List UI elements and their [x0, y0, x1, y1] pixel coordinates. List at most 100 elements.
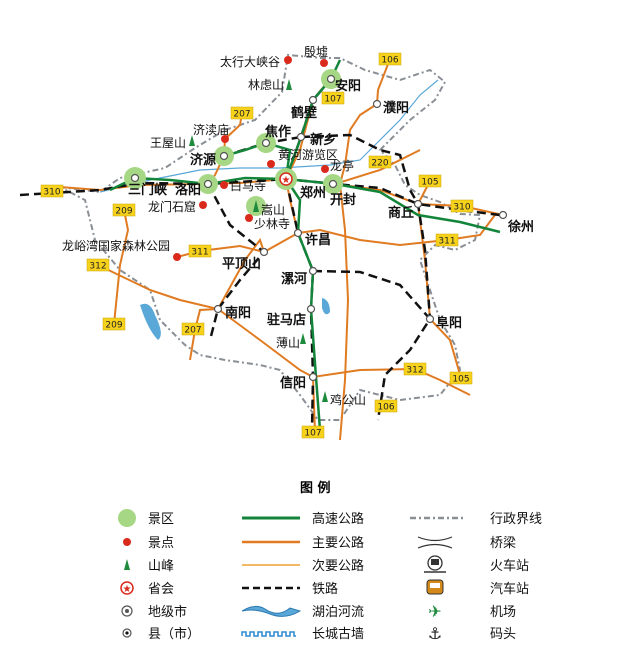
map-text: 景点 [148, 536, 174, 551]
map-text: 主要公路 [312, 535, 364, 551]
label-xuchang: 许昌 [305, 232, 331, 248]
airport-icon: ✈ [428, 602, 441, 621]
map-text: 行政界线 [490, 512, 542, 527]
route-badge: 207 [230, 106, 254, 120]
map-text: 山峰 [148, 559, 174, 574]
map-text: 机场 [490, 605, 516, 620]
county-city-icon [122, 628, 132, 638]
city-markers [130, 74, 508, 382]
map-text: 220 [371, 159, 388, 169]
map-text: 桥梁 [490, 536, 516, 551]
bridge-icon [417, 536, 453, 549]
label-boshan: 薄山 [276, 335, 300, 350]
provincial-capital-icon: ★ [120, 581, 134, 595]
admin-boundary [59, 53, 482, 421]
map-text: 107 [304, 429, 321, 439]
route-badge: 107 [321, 91, 345, 105]
label-kaifeng: 开封 [330, 192, 356, 208]
prefecture-city-icon [121, 605, 133, 617]
map-text: 312 [406, 366, 423, 376]
label-shangqiu: 商丘 [388, 205, 414, 221]
route-badge: 107 [301, 425, 325, 439]
label-taihang: 太行大峡谷 [220, 54, 280, 69]
scenic-spots [173, 56, 329, 261]
label-xinxiang: 新乡 [310, 132, 336, 148]
map-text: 省会 [148, 582, 174, 597]
map-text: 高速公路 [312, 511, 364, 527]
label-nanyang: 南阳 [225, 305, 251, 321]
label-huanghe: 黄河游览区 [278, 147, 338, 162]
route-badge: 209 [112, 203, 136, 217]
label-fuyang: 阜阳 [436, 315, 462, 331]
map-text: 207 [233, 110, 250, 120]
label-longyuwan: 龙峪湾国家森林公园 [62, 238, 170, 253]
yellow-river [99, 79, 439, 193]
map-text: 码头 [490, 627, 516, 642]
label-songshan: 嵩山 [261, 203, 285, 217]
lake-river-icon [241, 605, 302, 617]
map-text: 湖泊河流 [312, 605, 364, 620]
label-jigongshan: 鸡公山 [330, 392, 366, 407]
map-text: 次要公路 [312, 558, 364, 574]
map-text: 209 [105, 321, 122, 331]
label-xuzhou: 徐州 [507, 219, 534, 235]
label-sanmenxia: 三门峡 [128, 182, 168, 198]
route-badge: 106 [378, 52, 402, 66]
route-badge: 311 [435, 233, 459, 247]
map-text: 105 [452, 375, 469, 385]
label-jiyuan: 济源 [190, 152, 216, 168]
label-xinyang: 信阳 [280, 375, 306, 391]
map-text: 火车站 [490, 558, 529, 574]
route-badge: 310 [40, 184, 64, 198]
map-text: 铁路 [312, 581, 338, 597]
label-luohe: 漯河 [281, 271, 307, 287]
map-text: 汽车站 [490, 581, 529, 597]
map-text: 景区 [148, 512, 174, 527]
port-anchor-icon: ⚓ [428, 624, 442, 643]
route-badge: 105 [418, 174, 442, 188]
route-badge: 106 [374, 399, 398, 413]
legend-title: 图 例 [300, 480, 331, 496]
label-anyang: 安阳 [335, 78, 361, 94]
map-text: 县（市） [148, 626, 200, 642]
route-badge: 310 [450, 199, 474, 213]
lake [140, 303, 161, 340]
label-linlushan: 林虑山 [248, 78, 284, 92]
label-longting: 龙亭 [330, 158, 354, 173]
route-badge: 209 [102, 317, 126, 331]
scenic-spot-icon [123, 538, 131, 546]
route-badge: 312 [403, 362, 427, 376]
map-text: 310 [43, 188, 60, 198]
label-zhumadian: 驻马店 [267, 312, 306, 328]
map-text: 207 [184, 326, 201, 336]
route-badge: 312 [86, 258, 110, 272]
map-text: 311 [191, 248, 208, 258]
map-text: 106 [377, 403, 394, 413]
label-puyang: 濮阳 [383, 100, 409, 116]
label-shaolin: 少林寺 [254, 217, 290, 231]
legend: 图 例 景区 景点 山峰 ★ 省会 地级市 县（市） 高速公路 主要公路 次要公… [118, 480, 542, 643]
label-yinxu: 殷墟 [304, 45, 328, 59]
map-text: 105 [421, 178, 438, 188]
map-text: ★ [282, 175, 291, 186]
label-wangwushan: 王屋山 [150, 136, 186, 150]
route-badge: 220 [368, 155, 392, 169]
label-pingdingshan: 平顶山 [222, 256, 261, 272]
route-badge: 207 [181, 322, 205, 336]
map-text: 209 [115, 207, 132, 217]
map-text: 长城古墙 [312, 627, 364, 642]
map-text: 311 [438, 237, 455, 247]
route-badge: 105 [449, 371, 473, 385]
label-baimasi: 白马寺 [230, 178, 266, 193]
route-badge: 311 [188, 244, 212, 258]
mountain-peak-icon [124, 559, 130, 570]
lake [322, 298, 330, 315]
map-text: 106 [381, 56, 398, 66]
map-text: 107 [324, 95, 341, 105]
map-text: 地级市 [148, 604, 187, 620]
map-text: 312 [89, 262, 106, 272]
label-longmen: 龙门石窟 [148, 199, 196, 214]
map-text: 310 [453, 203, 470, 213]
